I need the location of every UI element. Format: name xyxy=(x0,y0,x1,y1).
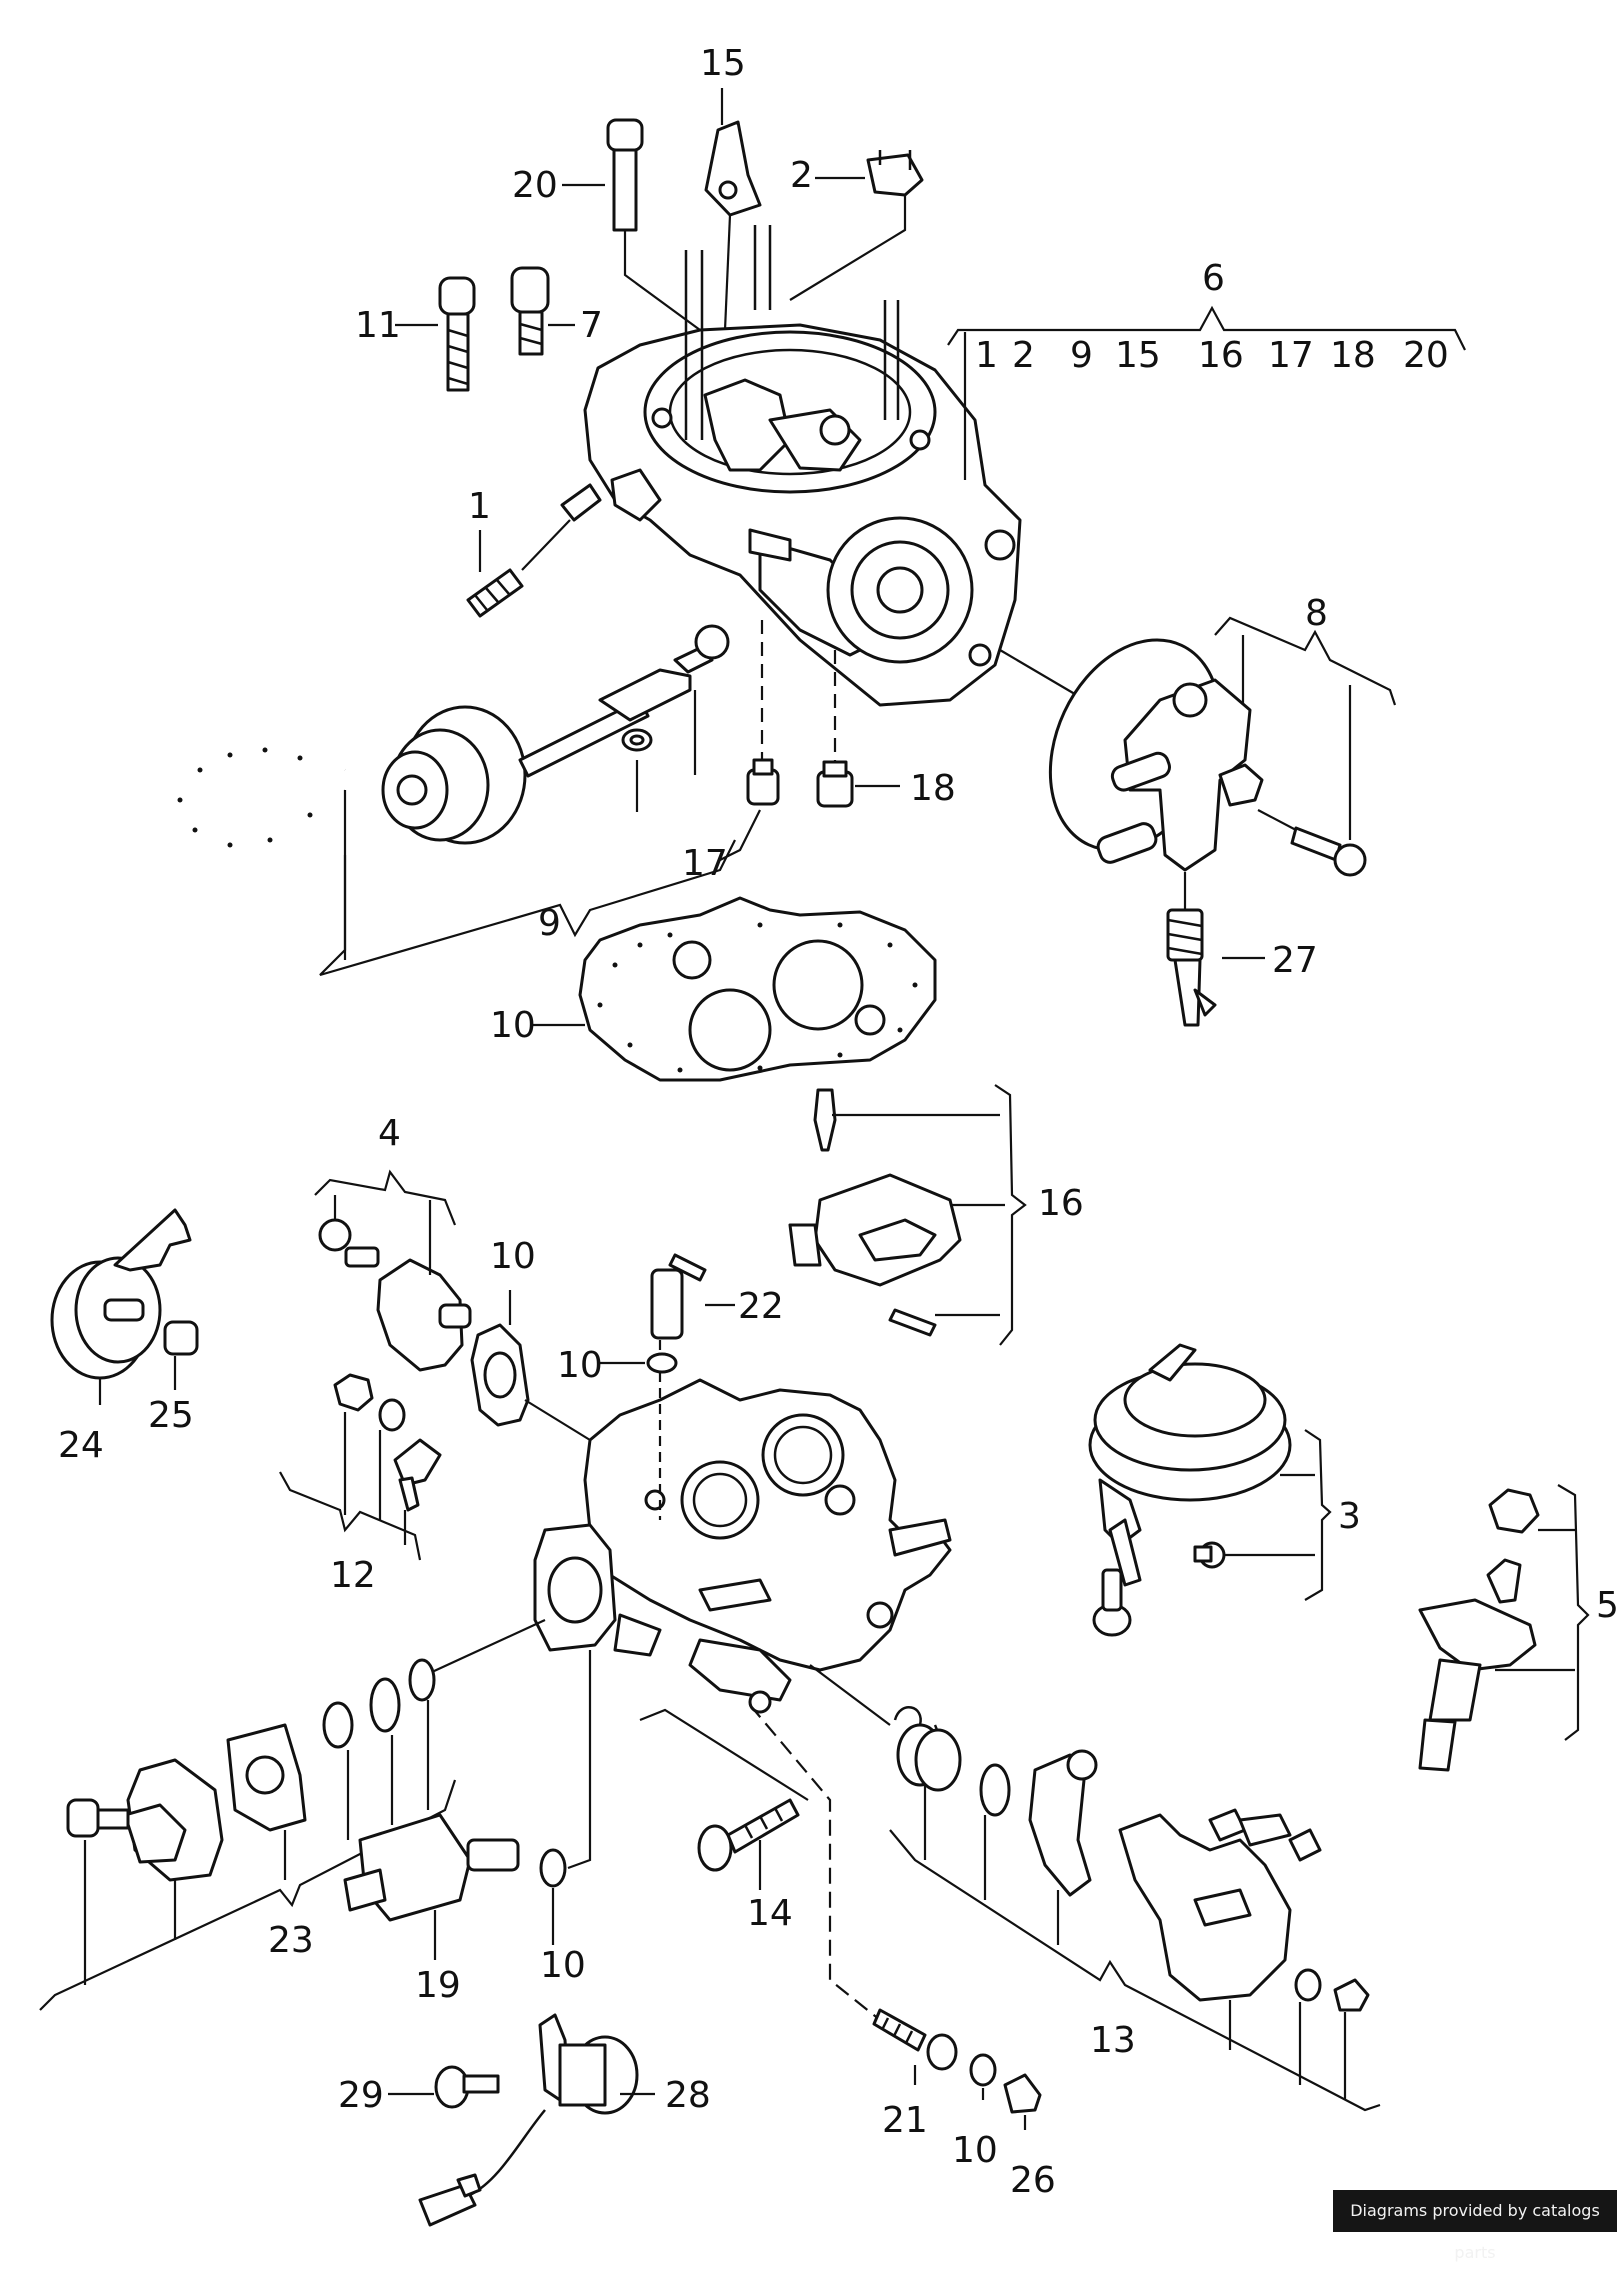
label-8: 8 xyxy=(1305,593,1328,634)
label-29: 29 xyxy=(338,2075,384,2116)
label-12: 12 xyxy=(330,1555,376,1596)
label-6-list-17: 17 xyxy=(1268,335,1314,376)
label-9: 9 xyxy=(538,903,561,944)
label-3: 3 xyxy=(1338,1496,1361,1537)
label-6-list-15: 15 xyxy=(1115,335,1161,376)
label-10-flange: 10 xyxy=(490,1236,536,1277)
label-23: 23 xyxy=(268,1920,314,1961)
cap-part-25 xyxy=(163,1320,199,1390)
switch-part-28 xyxy=(418,2013,655,2227)
positioner-part-23 xyxy=(39,1619,546,2011)
long-screw-part-20 xyxy=(606,118,701,331)
plug-part-17 xyxy=(719,620,780,861)
label-10-gasket: 10 xyxy=(490,1005,536,1046)
vacuum-hose xyxy=(155,729,354,863)
o-ring-part-10-mixture xyxy=(969,2053,997,2100)
label-22: 22 xyxy=(738,1286,784,1327)
label-6-list-20: 20 xyxy=(1403,335,1449,376)
label-6-list-1: 1 xyxy=(975,335,998,376)
gasket-part-10-flange xyxy=(470,1290,591,1441)
leader-part-21 xyxy=(749,1704,881,2021)
cover-part-16 xyxy=(788,1084,1027,1346)
nipple-part-22 xyxy=(650,1253,735,1520)
jet-part-1 xyxy=(466,483,602,618)
label-13: 13 xyxy=(1090,2020,1136,2061)
label-1: 1 xyxy=(468,486,491,527)
label-10-solenoid: 10 xyxy=(540,1945,586,1986)
label-10-oring: 10 xyxy=(557,1345,603,1386)
mixture-screw-part-21 xyxy=(872,2008,958,2085)
label-26: 26 xyxy=(1010,2160,1056,2201)
carburetor-top-cover xyxy=(583,225,1022,707)
o-ring-part-10-solenoid xyxy=(539,1650,592,1945)
solenoid-part-19 xyxy=(343,1813,520,1960)
choke-lever-part-15 xyxy=(704,120,762,331)
screw-part-7 xyxy=(510,266,550,356)
label-4: 4 xyxy=(378,1113,401,1154)
clip-part-2 xyxy=(789,150,924,301)
label-27: 27 xyxy=(1272,940,1318,981)
label-7: 7 xyxy=(580,305,603,346)
label-17: 17 xyxy=(682,843,728,884)
part-number-labels: 15 20 2 6 11 7 1 2 9 15 16 17 18 20 1 8 … xyxy=(58,43,1617,2201)
o-ring-part-10-small xyxy=(600,1352,678,1374)
label-25: 25 xyxy=(148,1395,194,1436)
screw-part-14 xyxy=(639,1708,809,1890)
hardware-part-12 xyxy=(279,1373,442,1561)
plug-part-18 xyxy=(816,650,900,808)
choke-housing-part-8 xyxy=(999,616,1397,877)
label-6-list-16: 16 xyxy=(1198,335,1244,376)
valve-part-5 xyxy=(1418,1484,1590,1772)
label-24: 24 xyxy=(58,1425,104,1466)
gasket-part-10-upper xyxy=(530,896,937,1082)
label-5: 5 xyxy=(1596,1585,1617,1626)
label-18: 18 xyxy=(910,768,956,809)
label-15-top: 15 xyxy=(700,43,746,84)
label-20-top: 20 xyxy=(512,165,558,206)
label-10-mixture: 10 xyxy=(952,2130,998,2171)
credit-banner: Diagrams provided by catalogs parts xyxy=(1333,2190,1617,2262)
label-2-top: 2 xyxy=(790,155,813,196)
label-6-list-2: 2 xyxy=(1012,335,1035,376)
label-11: 11 xyxy=(355,305,401,346)
label-21: 21 xyxy=(882,2100,928,2141)
vacuum-unit-part-9 xyxy=(319,624,736,977)
linkage-part-13 xyxy=(809,1664,1381,2112)
screw-part-11 xyxy=(438,276,476,392)
screw-part-29 xyxy=(388,2065,500,2109)
carburetor-lower-body xyxy=(533,1378,952,1714)
label-28: 28 xyxy=(665,2075,711,2116)
vacuum-unit-part-3 xyxy=(1088,1343,1332,1637)
plug-part-26 xyxy=(1003,2073,1042,2130)
label-6: 6 xyxy=(1202,258,1225,299)
label-16: 16 xyxy=(1038,1183,1084,1224)
label-14: 14 xyxy=(747,1893,793,1934)
cap-part-24 xyxy=(50,1208,192,1405)
sensor-part-27 xyxy=(1166,872,1265,1027)
label-6-list-18: 18 xyxy=(1330,335,1376,376)
label-19: 19 xyxy=(415,1965,461,2006)
label-6-list-9: 9 xyxy=(1070,335,1093,376)
flange-part-4 xyxy=(314,1169,472,1372)
bracket-group-6 xyxy=(947,305,1466,351)
